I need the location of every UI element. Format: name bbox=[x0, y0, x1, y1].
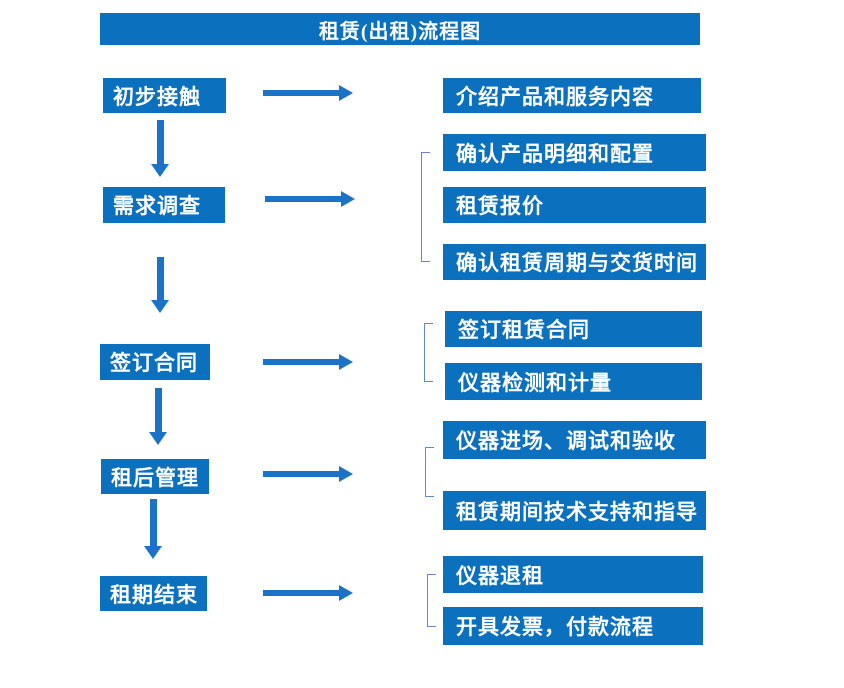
stage-box-rental-end: 租期结束 bbox=[100, 576, 207, 611]
detail-box-confirm-rental-period: 确认租赁周期与交货时间 bbox=[443, 244, 706, 280]
right-arrow-icon bbox=[265, 191, 355, 207]
down-arrow-head bbox=[151, 300, 169, 313]
stage-box-demand-survey: 需求调查 bbox=[103, 187, 225, 223]
down-arrow-shaft bbox=[156, 257, 164, 300]
down-arrow-icon bbox=[144, 499, 162, 559]
right-arrow-head bbox=[339, 85, 353, 101]
down-arrow-head bbox=[144, 546, 162, 559]
detail-box-instrument-setup: 仪器进场、调试和验收 bbox=[443, 421, 706, 459]
right-arrow-shaft bbox=[263, 90, 339, 96]
detail-box-invoice-payment: 开具发票，付款流程 bbox=[443, 607, 703, 645]
right-arrow-shaft bbox=[265, 196, 341, 202]
down-arrow-shaft bbox=[156, 120, 164, 164]
flowchart-title: 租赁(出租)流程图 bbox=[100, 13, 700, 45]
down-arrow-head bbox=[149, 432, 167, 445]
stage-box-post-rental-management: 租后管理 bbox=[101, 459, 209, 494]
right-arrow-shaft bbox=[263, 471, 339, 477]
detail-box-instrument-return: 仪器退租 bbox=[443, 556, 703, 593]
right-arrow-head bbox=[339, 354, 353, 370]
detail-box-rental-quotation: 租赁报价 bbox=[443, 187, 706, 223]
right-arrow-shaft bbox=[263, 359, 339, 365]
detail-box-sign-rental-contract: 签订租赁合同 bbox=[445, 311, 702, 347]
detail-box-instrument-testing: 仪器检测和计量 bbox=[445, 363, 702, 400]
bracket-connector bbox=[425, 447, 434, 497]
bracket-connector bbox=[424, 323, 433, 382]
right-arrow-icon bbox=[263, 466, 353, 482]
right-arrow-icon bbox=[263, 585, 353, 601]
detail-box-confirm-product-details: 确认产品明细和配置 bbox=[443, 134, 706, 171]
down-arrow-head bbox=[151, 164, 169, 177]
detail-box-technical-support: 租赁期间技术支持和指导 bbox=[443, 491, 706, 530]
right-arrow-shaft bbox=[263, 590, 339, 596]
right-arrow-icon bbox=[263, 85, 353, 101]
bracket-connector bbox=[421, 152, 430, 262]
right-arrow-head bbox=[339, 466, 353, 482]
down-arrow-icon bbox=[151, 257, 169, 313]
down-arrow-shaft bbox=[154, 388, 162, 432]
down-arrow-icon bbox=[149, 388, 167, 445]
bracket-connector bbox=[427, 574, 436, 627]
right-arrow-icon bbox=[263, 354, 353, 370]
right-arrow-head bbox=[341, 191, 355, 207]
down-arrow-icon bbox=[151, 120, 169, 177]
detail-box-introduce-products: 介绍产品和服务内容 bbox=[443, 78, 701, 113]
right-arrow-head bbox=[339, 585, 353, 601]
stage-box-sign-contract: 签订合同 bbox=[100, 344, 210, 380]
stage-box-initial-contact: 初步接触 bbox=[103, 78, 226, 113]
down-arrow-shaft bbox=[149, 499, 157, 546]
